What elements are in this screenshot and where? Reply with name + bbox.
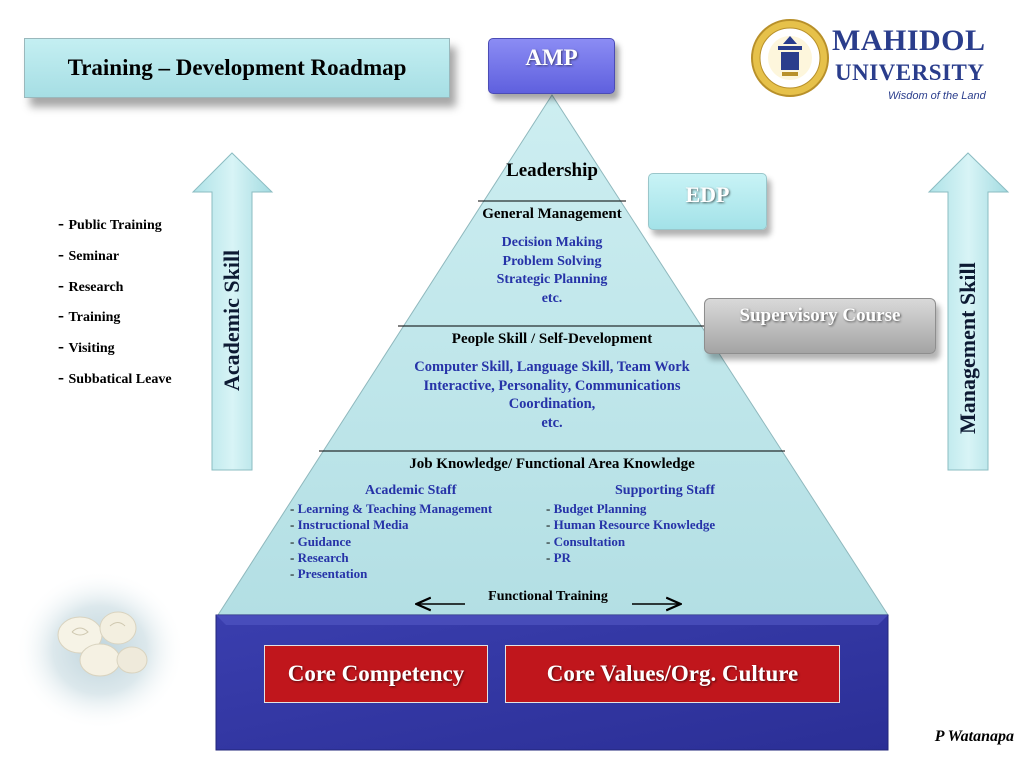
list-item: Research — [58, 272, 172, 303]
list-item: Consultation — [546, 534, 715, 550]
gm-item: etc. — [541, 290, 563, 306]
logo-tagline: Wisdom of the Land — [888, 90, 986, 102]
gm-item: Problem Solving — [502, 253, 602, 269]
people-line: Coordination, — [508, 396, 596, 412]
supporting-staff-heading: Supporting Staff — [615, 483, 715, 498]
leadership-label: Leadership — [506, 160, 598, 181]
academic-skill-arrow — [191, 152, 274, 471]
author-signature: P Watanapa — [934, 728, 1014, 745]
list-item: Human Resource Knowledge — [546, 517, 716, 533]
general-management-items: Decision Making Problem Solving Strategi… — [432, 234, 672, 308]
management-skill-label: Management Skill — [955, 262, 980, 434]
academic-staff-heading: Academic Staff — [365, 483, 457, 498]
gm-item: Strategic Planning — [496, 272, 608, 287]
logo-sub-text: UNIVERSITY — [835, 60, 985, 85]
list-item: Visiting — [58, 333, 172, 364]
list-item: Research — [290, 550, 492, 566]
list-item: PR — [546, 550, 715, 566]
list-item: Guidance — [290, 534, 492, 550]
page-title: Training – Development Roadmap — [24, 38, 450, 98]
list-item: Training — [58, 302, 172, 333]
logo-main-text: MAHIDOL — [832, 24, 986, 57]
gm-item: Decision Making — [501, 235, 603, 250]
list-item: Presentation — [290, 566, 492, 582]
list-item: Seminar — [58, 241, 172, 272]
core-competency-box: Core Competency — [264, 645, 488, 703]
amp-box: AMP — [488, 38, 615, 94]
list-item: Subbatical Leave — [58, 364, 172, 395]
list-item: Budget Planning — [546, 501, 715, 517]
list-item: Public Training — [58, 210, 172, 241]
supporting-staff-list: Budget Planning Human Resource Knowledge… — [546, 501, 716, 566]
people-line: etc. — [541, 414, 563, 431]
management-skill-arrow — [927, 152, 1010, 471]
academic-skill-label: Academic Skill — [219, 249, 244, 391]
people-skill-heading: People Skill / Self-Development — [451, 331, 653, 347]
people-line: Interactive, Personality, Communications — [423, 377, 681, 394]
functional-training-label: Functional Training — [488, 589, 608, 604]
list-item: Learning & Teaching Management — [290, 501, 493, 517]
list-item: Instructional Media — [290, 517, 492, 533]
base-top-bevel — [216, 615, 888, 625]
edp-box: EDP — [648, 173, 767, 230]
rose-decoration — [15, 570, 185, 730]
core-values-box: Core Values/Org. Culture — [505, 645, 840, 703]
general-management-heading: General Management — [482, 206, 622, 222]
job-knowledge-heading: Job Knowledge/ Functional Area Knowledge — [409, 456, 695, 472]
people-skill-lines: Computer Skill, Language Skill, Team Wor… — [362, 358, 742, 432]
people-line: Computer Skill, Language Skill, Team Wor… — [414, 359, 690, 375]
academic-staff-list: Learning & Teaching Management Instructi… — [290, 501, 493, 582]
university-logo: MAHIDOL UNIVERSITY Wisdom of the Land — [748, 14, 1008, 106]
activity-list: Public Training Seminar Research Trainin… — [58, 210, 172, 395]
supervisory-course-box: Supervisory Course — [704, 298, 936, 354]
university-seal-icon — [751, 19, 829, 97]
